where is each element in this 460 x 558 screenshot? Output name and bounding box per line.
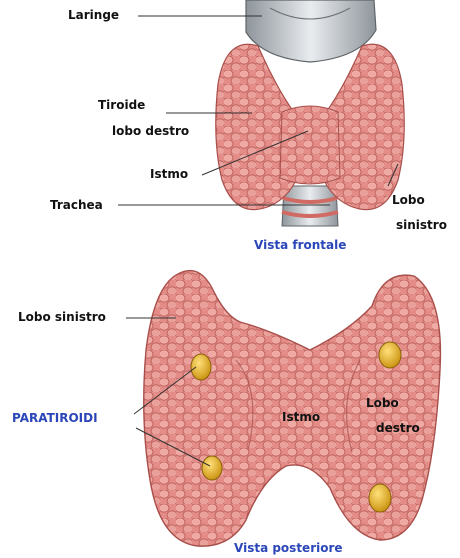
larynx-cartilage (246, 0, 376, 62)
left-lobe-label-line1: Lobo (392, 193, 425, 208)
thyroid-label: Tiroide (98, 98, 145, 113)
left-lobe-posterior-label: Lobo sinistro (18, 310, 106, 325)
larynx-label: Laringe (68, 8, 119, 23)
trachea-label: Trachea (50, 198, 103, 213)
right-lobe-label: lobo destro (112, 124, 189, 139)
parathyroid-gland (369, 484, 391, 512)
right-lobe-posterior-line2: destro (376, 421, 420, 436)
parathyroid-label: PARATIROIDI (12, 411, 98, 426)
parathyroid-gland (379, 342, 401, 368)
front-view-caption: Vista frontale (254, 238, 346, 253)
parathyroid-gland (202, 456, 222, 480)
right-lobe-posterior-line1: Lobo (366, 396, 399, 411)
left-lobe-label-line2: sinistro (396, 218, 447, 233)
isthmus-posterior-label: Istmo (282, 410, 320, 425)
parathyroid-gland (191, 354, 211, 380)
trachea-ring (282, 186, 338, 226)
isthmus-label: Istmo (150, 167, 188, 182)
posterior-view-caption: Vista posteriore (234, 541, 343, 556)
front-isthmus (280, 106, 340, 184)
